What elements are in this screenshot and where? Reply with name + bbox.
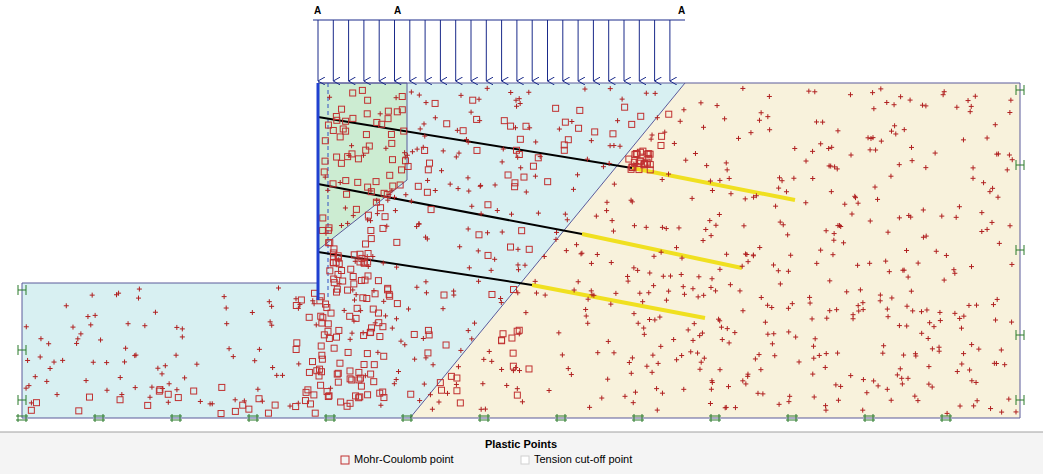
load-arrow <box>532 20 533 81</box>
model-boundary <box>22 83 1020 418</box>
load-arrow <box>318 20 319 81</box>
legend-title: Plastic Points <box>485 438 557 451</box>
boundary-fixity <box>16 85 1024 422</box>
retaining-wall <box>317 83 320 300</box>
load-arrow <box>379 20 380 81</box>
grout-body <box>532 168 795 318</box>
load-arrow <box>440 20 441 81</box>
load-arrow <box>608 20 609 81</box>
legend-sample <box>340 455 350 465</box>
legend-text: Mohr-Coulomb point <box>354 453 454 466</box>
legend-sample <box>520 455 530 465</box>
load-arrow <box>593 20 594 81</box>
load-arrow <box>455 20 456 81</box>
load-label: A <box>678 4 685 17</box>
load-arrow <box>333 20 334 81</box>
block-region <box>318 83 407 250</box>
load-arrow <box>394 20 395 81</box>
load-arrow <box>486 20 487 81</box>
load-arrow <box>624 20 625 81</box>
legend-text: Tension cut-off point <box>534 453 632 466</box>
backfill-region <box>22 83 685 418</box>
anchor-rod <box>318 117 632 285</box>
load-label: A <box>394 4 401 17</box>
load-arrow <box>639 20 640 81</box>
load-arrow <box>348 20 349 81</box>
load-arrow <box>669 20 670 81</box>
load-arrow <box>425 20 426 81</box>
distributed-load <box>313 20 685 81</box>
load-arrow <box>547 20 548 81</box>
load-arrow <box>654 20 655 81</box>
load-arrow <box>578 20 579 81</box>
load-arrow <box>562 20 563 81</box>
load-arrow <box>409 20 410 81</box>
load-arrow <box>471 20 472 81</box>
load-label: A <box>314 4 321 17</box>
load-arrow <box>501 20 502 81</box>
load-arrow <box>363 20 364 81</box>
load-arrow <box>516 20 517 81</box>
